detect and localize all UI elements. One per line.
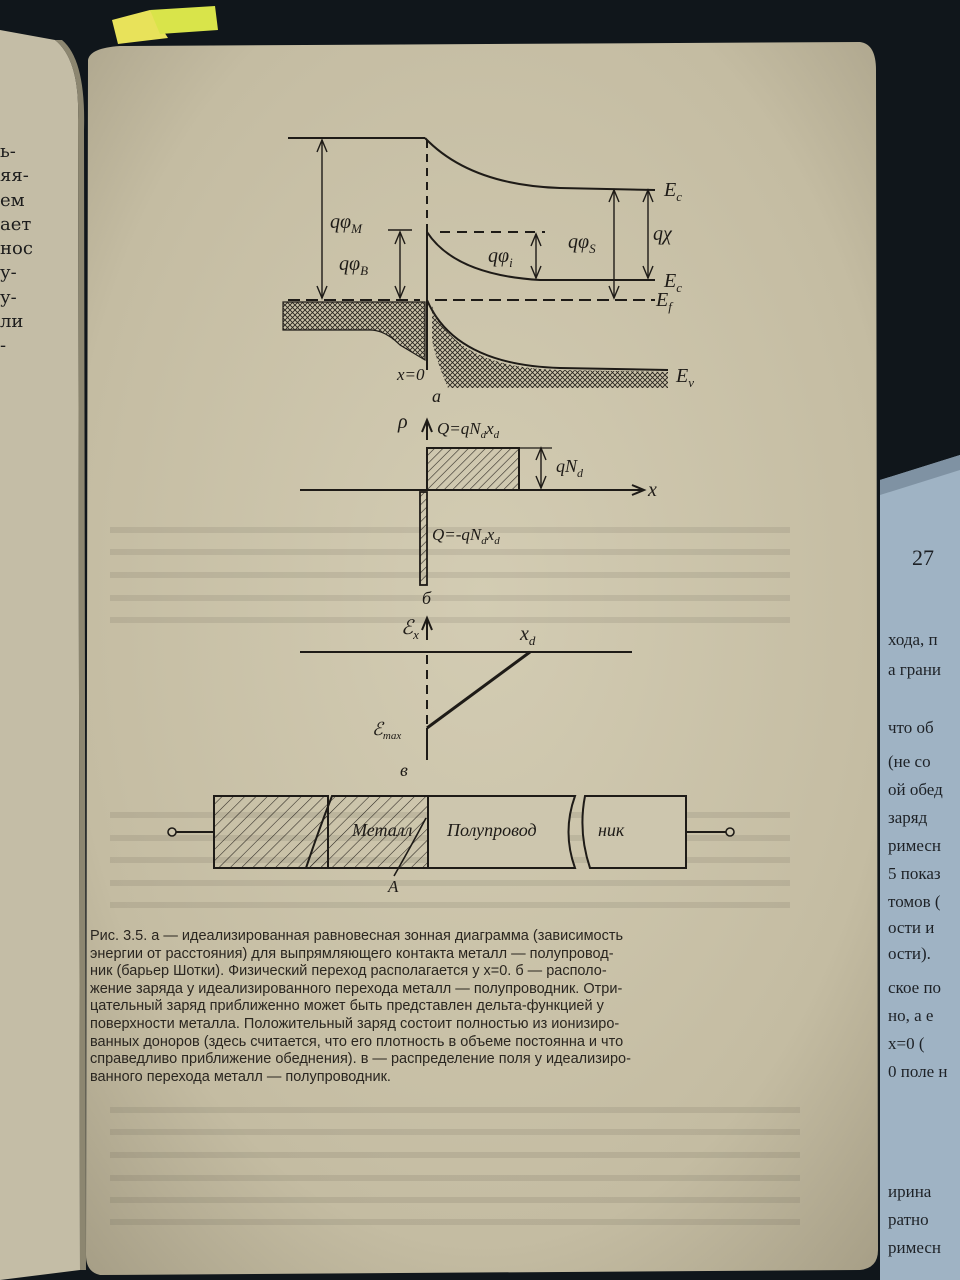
right-fragment: ское по bbox=[888, 978, 942, 997]
left-fragment: ь- bbox=[0, 141, 16, 162]
label-panel-a: а bbox=[432, 386, 441, 406]
caption-line: ванного перехода металл — полупроводник. bbox=[90, 1068, 391, 1085]
label-qchi: qχ bbox=[653, 223, 673, 245]
caption-line: цательный заряд приближенно может быть п… bbox=[90, 998, 604, 1015]
right-fragment: ости и bbox=[888, 918, 935, 937]
right-fragment: ости). bbox=[888, 944, 931, 963]
label-semiconductor-2: ник bbox=[598, 820, 625, 840]
label-qNd: qNd bbox=[556, 456, 584, 480]
left-fragment: у- bbox=[0, 262, 17, 284]
left-fragment: яя- bbox=[0, 165, 29, 187]
label-Ef: Ef bbox=[655, 289, 674, 314]
caption-line: Рис. 3.5. а — идеализированная равновесн… bbox=[90, 928, 624, 944]
sticky-tab-2 bbox=[150, 6, 218, 34]
label-Emax: ℰmax bbox=[372, 719, 401, 742]
label-semiconductor-1: Полупровод bbox=[446, 820, 537, 840]
label-Ec: Ec bbox=[663, 270, 682, 295]
caption-line: жение заряда у идеализированного переход… bbox=[90, 980, 623, 997]
right-fragment: ратно bbox=[888, 1210, 929, 1229]
label-qphiB: qφB bbox=[339, 253, 368, 278]
caption-line: энергии от расстояния) для выпрямляющего… bbox=[90, 945, 614, 962]
right-fragment: x=0 ( bbox=[888, 1034, 925, 1053]
left-fragment: ем bbox=[0, 189, 25, 211]
left-page-text: ь- яя- ем ает нос у- у- ли - bbox=[0, 140, 33, 359]
label-x0: x=0 bbox=[396, 365, 425, 384]
right-fragment: томов ( bbox=[888, 892, 941, 911]
caption-line: справедливо приближение обеднения). в — … bbox=[90, 1051, 631, 1068]
label-panel-c: в bbox=[400, 760, 408, 780]
right-fragment: 0 поле н bbox=[888, 1062, 948, 1081]
label-qphiS: qφS bbox=[568, 231, 596, 256]
label-point-A: A bbox=[387, 877, 399, 896]
left-page-edge bbox=[0, 30, 80, 1280]
label-rho: ρ bbox=[397, 411, 408, 433]
metal-block-right bbox=[304, 795, 429, 869]
book-page bbox=[86, 42, 878, 1275]
structure-diagram-d bbox=[167, 795, 735, 877]
label-Ev: Ev bbox=[675, 365, 694, 390]
left-fragment: нос bbox=[0, 238, 33, 260]
diagram-labels: Ec Ec Ef Ev qφM qφB qφi qφS qχ x=0 а ρ Q… bbox=[330, 179, 694, 896]
left-fragment: ли bbox=[0, 311, 24, 333]
left-fragment: у- bbox=[0, 286, 17, 308]
valence-band-fill bbox=[432, 306, 668, 388]
label-xd: xd bbox=[519, 623, 536, 648]
caption-line: поверхности металла. Положительный заряд… bbox=[90, 1015, 620, 1032]
right-fragment: ой обед bbox=[888, 780, 943, 799]
right-fragment: ирина bbox=[888, 1182, 932, 1201]
terminal-right bbox=[725, 827, 735, 837]
label-qphii: qφi bbox=[488, 245, 513, 270]
right-fragment: 5 показ bbox=[888, 864, 941, 883]
pointer-A bbox=[393, 817, 427, 877]
left-fragment: ает bbox=[0, 213, 32, 235]
caption-line: ник (барьер Шотки). Физический переход р… bbox=[90, 963, 607, 980]
label-Qpos: Q=qNdxd bbox=[437, 419, 500, 441]
positive-charge-block bbox=[426, 447, 520, 491]
label-panel-b: б bbox=[422, 588, 432, 608]
right-book-page bbox=[880, 455, 960, 1280]
label-metal: Металл bbox=[351, 820, 413, 840]
left-fragment: - bbox=[0, 335, 7, 357]
right-fragment: (не со bbox=[888, 752, 931, 771]
band-diagram-a bbox=[288, 137, 669, 371]
terminal-left bbox=[167, 827, 177, 837]
negative-charge-spike bbox=[419, 491, 428, 586]
label-E0: Ec bbox=[663, 179, 682, 204]
semiconductor-block bbox=[427, 795, 577, 869]
right-fragment: заряд bbox=[888, 808, 928, 827]
right-fragment: что об bbox=[888, 718, 934, 737]
label-Ex: ℰx bbox=[401, 617, 419, 642]
right-page-number: 27 bbox=[912, 545, 934, 570]
field-diagram-c bbox=[300, 615, 632, 760]
metal-filled-states bbox=[282, 301, 426, 362]
right-fragment: римесн bbox=[888, 836, 941, 855]
label-qphiM: qφM bbox=[330, 211, 363, 236]
right-fragment: а грани bbox=[888, 660, 942, 679]
right-fragment: хода, п bbox=[888, 630, 938, 649]
right-fragment: но, а е bbox=[888, 1006, 934, 1025]
label-x-axis: x bbox=[647, 479, 657, 501]
right-fragment: римесн bbox=[888, 1238, 941, 1257]
semiconductor-block-right bbox=[581, 795, 687, 869]
label-Qneg: Q=-qNdxd bbox=[432, 525, 500, 547]
caption-line: ванных доноров (здесь считается, что его… bbox=[90, 1033, 624, 1050]
figure-caption: Рис. 3.5. а — идеализированная равновесн… bbox=[90, 928, 825, 1086]
